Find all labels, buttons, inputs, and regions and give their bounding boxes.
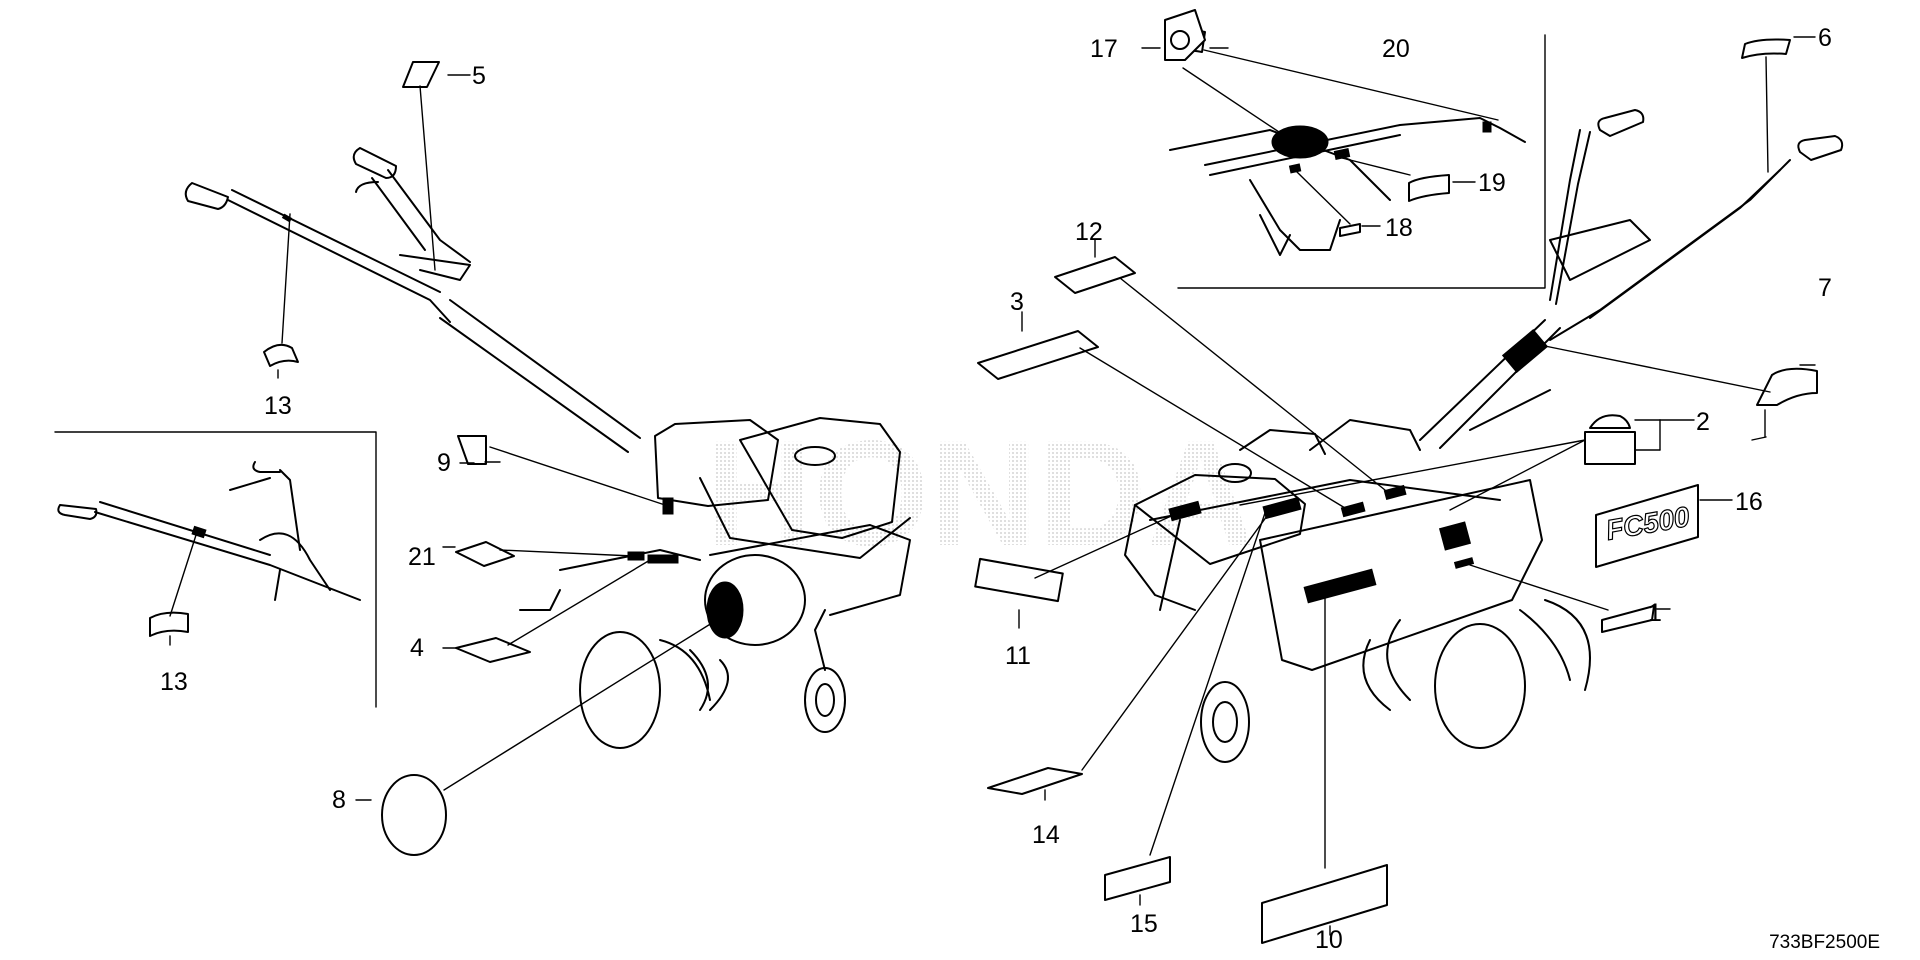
grip-upper-right xyxy=(1797,135,1844,161)
callout-12: 12 xyxy=(1075,218,1103,246)
leader-lines xyxy=(169,36,1816,936)
callout-17: 17 xyxy=(1090,35,1118,63)
top-inset-handlebar xyxy=(1204,117,1526,166)
callout-1: 1 xyxy=(1648,599,1662,627)
decal-14-mark xyxy=(1262,496,1302,520)
decal-18-mark xyxy=(1288,163,1302,174)
callout-4: 4 xyxy=(410,634,424,662)
label-1-shape xyxy=(1601,605,1655,633)
callout-13-main: 13 xyxy=(264,392,292,420)
decal-13-inset-mark xyxy=(191,525,207,539)
callout-15: 15 xyxy=(1130,910,1158,938)
callout-16: 16 xyxy=(1735,488,1763,516)
label-17-hole xyxy=(1170,30,1190,50)
callout-20: 20 xyxy=(1382,35,1410,63)
left-side-disc xyxy=(579,631,661,749)
decal-2-mark xyxy=(1438,521,1472,551)
decal-7-mark xyxy=(1501,329,1549,373)
decal-11-mark xyxy=(1168,500,1202,522)
inset-frames xyxy=(54,34,1546,708)
callout-18: 18 xyxy=(1385,214,1413,242)
label-13-shape xyxy=(263,343,299,367)
label-2-arc xyxy=(1589,414,1631,429)
left-tiller-illustration xyxy=(184,147,911,749)
engine-cover xyxy=(739,417,901,539)
left-inset-frame xyxy=(54,431,377,708)
decal-17-mark xyxy=(1271,125,1329,159)
callout-14: 14 xyxy=(1032,821,1060,849)
label-3-shape xyxy=(977,330,1099,380)
callout-6: 6 xyxy=(1818,24,1832,52)
label-parts: FC500 xyxy=(149,9,1818,944)
decal-12-mark xyxy=(1383,484,1407,501)
callout-8: 8 xyxy=(332,786,346,814)
callout-numbers: 1 2 3 4 5 6 7 8 9 10 11 12 13 13 14 15 1… xyxy=(160,24,1832,954)
callout-2: 2 xyxy=(1696,408,1710,436)
callout-21: 21 xyxy=(408,543,436,571)
right-fuel-tank xyxy=(1134,474,1306,565)
grip-upper-left xyxy=(1597,109,1645,137)
label-13-inset-shape xyxy=(149,611,189,637)
top-inset-frame xyxy=(1177,34,1546,289)
callout-9: 9 xyxy=(437,449,451,477)
label-5-shape xyxy=(402,61,440,88)
label-21-shape xyxy=(455,541,515,567)
handle-tube-left xyxy=(227,199,451,323)
callout-13-inset: 13 xyxy=(160,668,188,696)
label-4-shape xyxy=(455,637,531,663)
drawing-code: 733BF2500E xyxy=(1769,932,1880,953)
label-16-shape xyxy=(1595,484,1699,568)
label-12-shape xyxy=(1054,256,1136,294)
right-grip xyxy=(352,147,397,179)
handle-column xyxy=(449,299,641,439)
callout-19: 19 xyxy=(1478,169,1506,197)
handle-tube-right xyxy=(387,169,471,263)
right-tiller-illustration xyxy=(1124,109,1844,763)
left-inset-illustration xyxy=(57,461,361,601)
left-grip xyxy=(184,182,229,210)
label-8-shape xyxy=(381,774,447,856)
callout-11: 11 xyxy=(1005,642,1031,670)
right-side-disc xyxy=(1434,623,1526,749)
recoil-starter xyxy=(704,554,806,646)
decal-9-mark xyxy=(662,497,674,515)
label-8-mark xyxy=(706,581,744,639)
decal-4-mark xyxy=(647,554,679,564)
decal-20-mark xyxy=(1482,121,1492,133)
label-7-shape xyxy=(1756,367,1818,406)
label-11-shape xyxy=(974,557,1064,603)
decal-10-mark xyxy=(1303,568,1377,604)
inset-hand xyxy=(259,532,331,591)
label-14-shape xyxy=(987,767,1083,795)
label-18-shape xyxy=(1339,223,1361,237)
label-2-shape xyxy=(1584,431,1636,465)
handle-right-tube xyxy=(1549,159,1791,341)
right-fender xyxy=(1259,479,1543,671)
decal-3-mark xyxy=(1340,501,1366,518)
callout-5: 5 xyxy=(472,62,486,90)
label-19-shape xyxy=(1408,174,1450,202)
right-front-wheel xyxy=(1200,681,1250,763)
callout-10: 10 xyxy=(1315,926,1343,954)
label-6-shape xyxy=(1741,38,1791,59)
callout-3: 3 xyxy=(1010,288,1024,316)
handle-left-tube xyxy=(1549,129,1581,301)
callout-7: 7 xyxy=(1818,274,1832,302)
label-10-shape xyxy=(1261,864,1388,944)
label-15-shape xyxy=(1104,856,1171,901)
front-wheel xyxy=(804,667,846,733)
decal-1-mark xyxy=(1453,557,1475,569)
top-inset-illustration xyxy=(1169,117,1526,256)
label-9-shape xyxy=(457,435,487,465)
